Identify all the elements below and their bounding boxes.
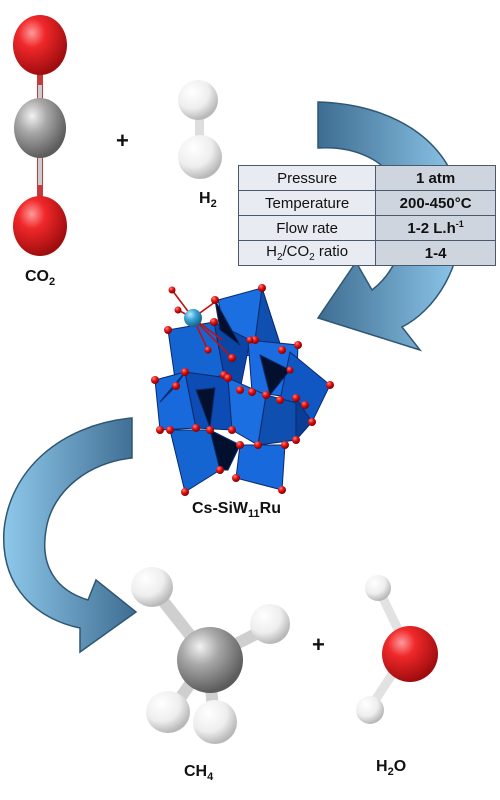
h2-label-sub: 2 (210, 198, 217, 211)
condition-value: 1-2 L.h-1 (375, 215, 496, 241)
h2-label: H2 (199, 190, 217, 210)
condition-value: 1 atm (375, 165, 496, 191)
hydrogen-atom (131, 567, 173, 607)
conditions-table: Pressure 1 atm Temperature 200-450°C Flo… (237, 165, 496, 266)
condition-name: Temperature (237, 190, 377, 216)
condition-value: 1-4 (375, 240, 496, 266)
carbon-atom (14, 98, 66, 158)
condition-name: Pressure (237, 165, 377, 191)
oxygen-atom (382, 626, 438, 682)
conditions-row: Flow rate 1-2 L.h-1 (237, 215, 496, 241)
h2o-label-sub: 2 (387, 766, 394, 779)
carbon-atom (177, 627, 243, 693)
catalyst-label-sub: 11 (248, 508, 260, 521)
hydrogen-atom (250, 604, 290, 644)
ch4-label: CH4 (184, 763, 213, 783)
hydrogen-atom (178, 135, 222, 179)
conditions-row: H2/CO2 ratio 1-4 (237, 240, 496, 266)
hydrogen-atom (356, 696, 384, 724)
condition-value: 200-450°C (375, 190, 496, 216)
ratio-sub2: 2 (309, 252, 315, 263)
h2o-molecule (356, 575, 438, 724)
cesium-atom (184, 309, 202, 327)
hydrogen-atom (193, 700, 237, 744)
hydrogen-atom (146, 691, 190, 733)
oxygen-atom (13, 15, 67, 75)
co2-label-main: CO (25, 268, 49, 285)
ch4-label-sub: 4 (207, 771, 214, 784)
co2-label: CO2 (25, 268, 55, 288)
oxygen-atom (13, 196, 67, 256)
condition-value-sup: -1 (455, 219, 464, 229)
ratio-word: ratio (314, 243, 349, 260)
conditions-row: Pressure 1 atm (237, 165, 496, 191)
ch4-label-main: CH (184, 763, 208, 780)
ratio-h: H (266, 243, 277, 260)
h2o-label-main: H (376, 758, 388, 775)
h2o-label-post: O (393, 758, 407, 775)
co2-label-sub: 2 (49, 276, 56, 289)
h2o-label: H2O (376, 758, 406, 778)
catalyst-cluster (154, 287, 331, 493)
h2-label-main: H (199, 190, 211, 207)
catalyst-label-pre: Cs-SiW (192, 500, 248, 517)
oxygen-vertices (151, 284, 334, 496)
plus-sign-bottom: + (312, 632, 325, 657)
plus-sign-top: + (116, 128, 129, 153)
co2-molecule (13, 15, 67, 256)
catalyst-label: Cs-SiW11Ru (192, 500, 281, 520)
ratio-co: /CO (282, 243, 310, 260)
reaction-arrow-bottom (3, 417, 138, 654)
ratio-sub1: 2 (276, 252, 283, 263)
hydrogen-atom (365, 575, 391, 601)
condition-value-main: 1-2 L.h (407, 220, 456, 237)
conditions-row: Temperature 200-450°C (237, 190, 496, 216)
h2-molecule (178, 80, 222, 179)
catalyst-label-post: Ru (259, 500, 281, 517)
condition-name: Flow rate (237, 215, 377, 241)
hydrogen-atom (178, 80, 218, 120)
ch4-molecule (131, 567, 290, 744)
condition-name: H2/CO2 ratio (237, 240, 377, 266)
